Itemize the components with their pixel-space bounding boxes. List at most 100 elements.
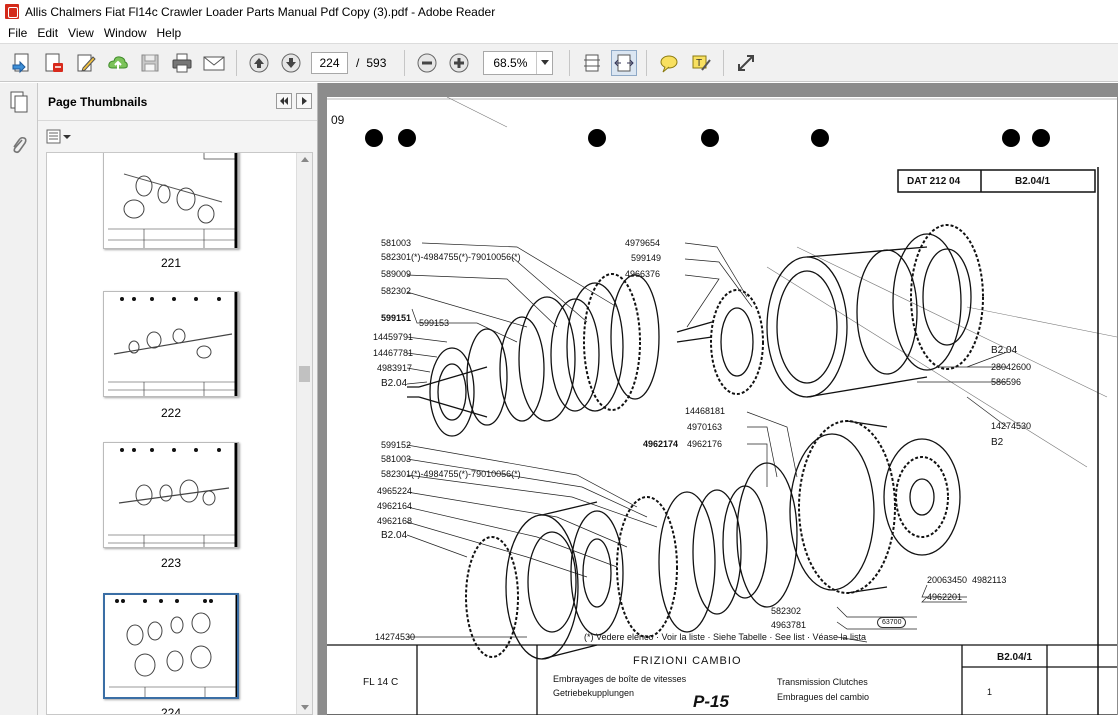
part-label: 4965224: [377, 486, 413, 496]
zoom-value: 68.5%: [493, 55, 528, 70]
page-separator: /: [356, 55, 360, 70]
part-label: B2.04: [991, 345, 1018, 356]
exploded-parts-drawing: [327, 97, 1117, 715]
part-label: 14274530: [375, 632, 416, 642]
thumbnail-scrollbar[interactable]: [296, 153, 312, 714]
part-label: 581003: [381, 238, 412, 248]
zoom-out-icon[interactable]: [414, 50, 440, 76]
part-label: 14274530: [991, 421, 1032, 431]
part-label: 4962164: [377, 501, 413, 511]
part-label: 581003: [381, 454, 412, 464]
fit-page-icon[interactable]: [579, 50, 605, 76]
drawing-stamp: 63700: [877, 617, 907, 628]
part-label: 582302: [771, 606, 802, 616]
thumbnail-page-223[interactable]: [103, 442, 239, 548]
toolbar-separator: [404, 49, 406, 76]
comment-icon[interactable]: [656, 50, 682, 76]
chevron-down-icon[interactable]: [536, 51, 552, 74]
page-marker: 09: [331, 113, 345, 127]
thumbnail-label: 223: [160, 556, 182, 570]
thumbnail-page-224[interactable]: [103, 593, 239, 699]
model-name: FL 14 C: [363, 677, 399, 688]
part-label: 4966376: [625, 269, 661, 279]
menu-file[interactable]: File: [8, 26, 28, 40]
menu-edit[interactable]: Edit: [37, 26, 59, 40]
menu-bar: File Edit View Window Help: [0, 23, 1118, 43]
thumbnail-label: 222: [160, 406, 182, 420]
next-page-icon[interactable]: [278, 50, 304, 76]
part-label: 599153: [419, 318, 450, 328]
part-label: B2.04: [381, 378, 408, 389]
part-label: 582301(*)-4984755(*)-79010056(*): [381, 252, 521, 262]
panel-header: Page Thumbnails: [38, 83, 317, 121]
page-number-input[interactable]: [311, 51, 348, 74]
part-label: B2.04: [381, 530, 408, 541]
print-icon[interactable]: [169, 50, 195, 76]
highlight-icon[interactable]: T: [688, 50, 714, 76]
edit-icon[interactable]: [73, 50, 99, 76]
scroll-up-icon[interactable]: [301, 157, 309, 162]
scroll-down-icon[interactable]: [301, 705, 309, 710]
export-pdf-icon[interactable]: [41, 50, 67, 76]
toolbar-separator: [569, 49, 571, 76]
title-english: Transmission Clutches: [777, 677, 868, 687]
window-title: Allis Chalmers Fiat Fl14c Crawler Loader…: [25, 4, 496, 19]
adobe-reader-icon: [5, 4, 19, 19]
part-label: 4982113: [972, 575, 1007, 585]
create-pdf-icon[interactable]: [9, 50, 35, 76]
toolbar-separator: [646, 49, 648, 76]
part-label: 14459791: [373, 332, 414, 342]
title-bar: Allis Chalmers Fiat Fl14c Crawler Loader…: [0, 0, 1118, 23]
menu-help[interactable]: Help: [156, 26, 182, 40]
part-label: 599152: [381, 440, 412, 450]
total-pages: 593: [366, 55, 387, 70]
part-label: 4970163: [687, 422, 723, 432]
part-label: 589009: [381, 269, 412, 279]
menu-window[interactable]: Window: [103, 26, 147, 40]
thumbnail-page-221[interactable]: [103, 153, 239, 249]
upload-icon[interactable]: [105, 50, 131, 76]
expand-icon[interactable]: [733, 50, 759, 76]
zoom-in-icon[interactable]: [446, 50, 472, 76]
title-german: Getriebekupplungen: [553, 688, 635, 698]
panel-title: Page Thumbnails: [48, 94, 148, 109]
document-view[interactable]: 09 DAT 212 04 B2.04/1 581003 582301(*)-4…: [318, 83, 1118, 715]
part-label: 586596: [991, 377, 1022, 387]
expand-panel-icon[interactable]: [296, 93, 312, 109]
pdf-page: 09 DAT 212 04 B2.04/1 581003 582301(*)-4…: [327, 97, 1117, 715]
part-label: 14467781: [373, 348, 414, 358]
email-icon[interactable]: [201, 50, 227, 76]
part-label: 599149: [631, 253, 662, 263]
attachments-icon[interactable]: [5, 131, 33, 161]
thumbnail-list[interactable]: 221 222: [46, 152, 313, 715]
fit-width-icon[interactable]: [611, 49, 638, 76]
part-label: 4962174: [643, 439, 679, 449]
part-label: 4962201: [927, 592, 963, 602]
part-label: 20063450: [927, 575, 968, 585]
scrollbar-thumb[interactable]: [299, 366, 310, 382]
page-number-stamp: P-15: [693, 692, 729, 711]
sheet-number: 1: [987, 687, 993, 697]
menu-view[interactable]: View: [68, 26, 94, 40]
toolbar: / 593 68.5% T: [0, 43, 1118, 82]
part-label: 28042600: [991, 362, 1032, 372]
list-footnote: (*) Vedere elenco · Voir la liste · Sieh…: [584, 632, 866, 642]
part-label: 599151: [381, 313, 412, 323]
part-label: 4983917: [377, 363, 413, 373]
part-label: B2: [991, 437, 1004, 448]
doc-code-left: DAT 212 04: [907, 176, 961, 187]
part-label: 582301(*)-4984755(*)-79010056(*): [381, 469, 521, 479]
page-thumbnails-icon[interactable]: [5, 87, 33, 117]
part-label: 582302: [381, 286, 412, 296]
title-french: Embrayages de boîte de vitesses: [553, 674, 687, 684]
part-label: 14468181: [685, 406, 726, 416]
doc-code-right: B2.04/1: [1015, 176, 1051, 187]
zoom-select[interactable]: 68.5%: [483, 50, 554, 75]
thumbnails-panel: Page Thumbnails 221: [38, 83, 318, 715]
thumbnail-page-222[interactable]: [103, 291, 239, 397]
previous-page-icon[interactable]: [246, 50, 272, 76]
save-icon[interactable]: [137, 50, 163, 76]
collapse-panel-icon[interactable]: [276, 93, 292, 109]
thumbnail-options-icon[interactable]: [46, 127, 74, 147]
part-label: 4962168: [377, 516, 413, 526]
